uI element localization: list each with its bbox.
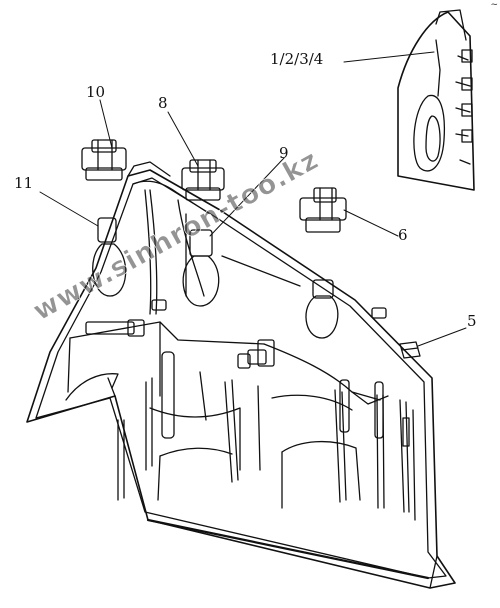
socket-8	[181, 159, 225, 201]
part-5-clip	[399, 341, 421, 359]
callout-8: 8	[158, 94, 168, 112]
socket-10	[81, 139, 127, 181]
callout-5: 5	[467, 312, 477, 330]
callout-9: 9	[279, 144, 289, 162]
callout-10: 10	[86, 83, 106, 101]
bulb-11	[92, 217, 127, 297]
callout-6: 6	[398, 226, 408, 244]
leader-lines	[39, 51, 467, 347]
lamp-housing	[26, 161, 456, 589]
bulb-7	[305, 279, 339, 339]
socket-6	[299, 187, 347, 233]
lens-assembly	[397, 9, 475, 191]
callout-1-2-3-4: 1/2/3/4	[270, 50, 324, 68]
bulb-9	[182, 229, 220, 307]
callout-11: 11	[14, 174, 34, 192]
corner-mark: ~	[490, 0, 498, 10]
